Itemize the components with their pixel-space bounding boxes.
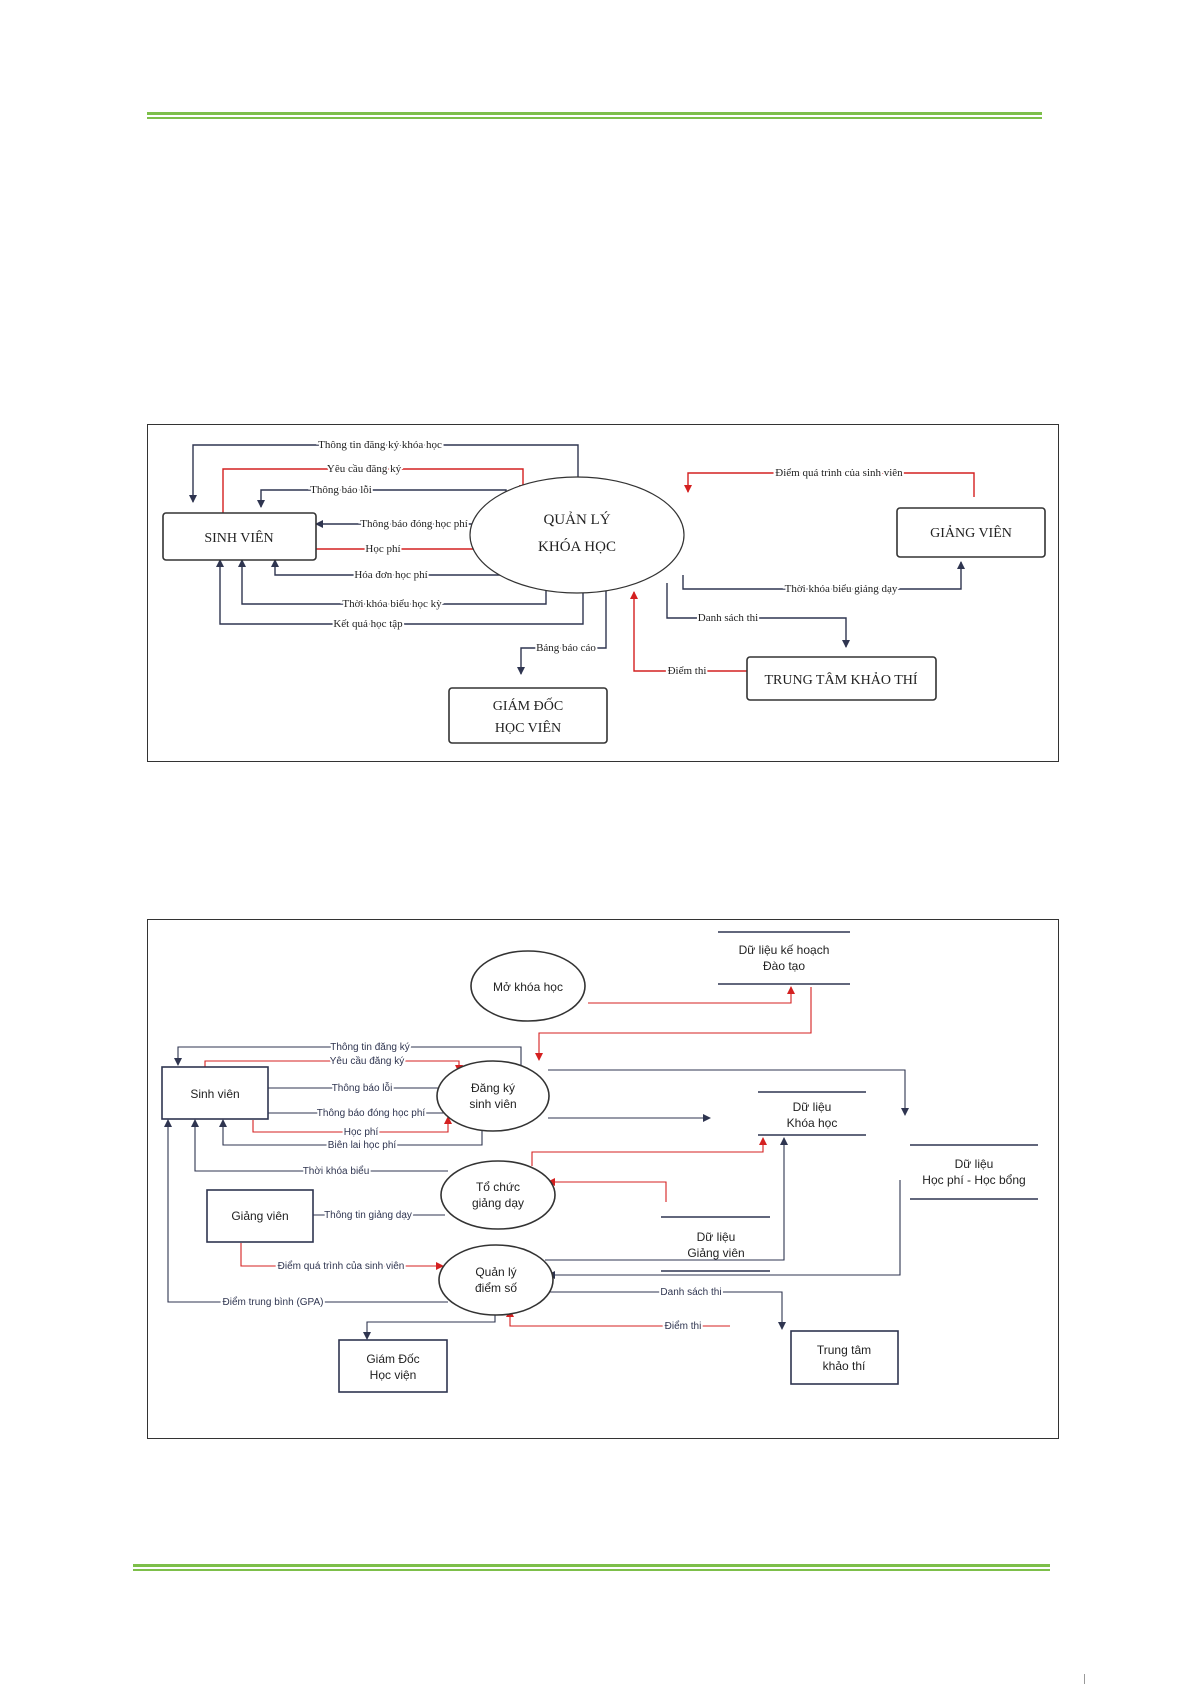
flow-label-exam-score: Điểm thi xyxy=(668,665,707,677)
entity-lecturer-label: Giảng viên xyxy=(231,1209,288,1223)
flow-label-fee-notice: Thông báo đóng học phí xyxy=(317,1108,426,1119)
entity-exam-center-line1: Trung tâm xyxy=(817,1343,871,1357)
flow-label-process-score: Điểm quá trình của sinh viên xyxy=(775,467,903,479)
flow-label-fee: Học phí xyxy=(344,1127,379,1138)
process-title-line1: QUẢN LÝ xyxy=(543,511,610,528)
entity-lecturer xyxy=(896,507,1046,558)
process-organize-line1: Tổ chức xyxy=(476,1180,520,1194)
ds-course-line2: Khóa học xyxy=(787,1116,838,1130)
entity-exam-center-label: TRUNG TÂM KHẢO THÍ xyxy=(764,671,917,688)
entity-director-line2: Học viện xyxy=(370,1368,417,1382)
process-register-line1: Đăng ký xyxy=(471,1081,515,1095)
entity-student xyxy=(162,512,317,561)
flow-label-exam-list: Danh sách thi xyxy=(698,612,758,624)
process-open-course-label: Mở khóa học xyxy=(493,980,563,994)
entity-director xyxy=(448,687,608,744)
flow-label-report: Bảng báo cáo xyxy=(536,642,596,654)
flow-label-exam-list: Danh sách thi xyxy=(660,1287,721,1298)
entity-student xyxy=(161,1066,269,1120)
entity-director xyxy=(338,1339,448,1393)
flow-label-teaching-tt: Thời khóa biểu giảng dạy xyxy=(785,583,898,595)
flow-label-exam-score: Điểm thi xyxy=(665,1320,702,1332)
ds-lecturer-line1: Dữ liệu xyxy=(697,1230,736,1244)
entity-lecturer xyxy=(206,1189,314,1243)
entity-exam-center xyxy=(790,1330,899,1385)
flow-label-teaching-info: Thông tin giảng dạy xyxy=(324,1210,412,1221)
footer-rule xyxy=(133,1564,1050,1571)
context-diagram: QUẢN LÝ KHÓA HỌC SINH VIÊN GIẢNG VIÊN TR… xyxy=(147,424,1059,762)
header-rule xyxy=(147,112,1042,119)
flow-label-gpa: Điểm trung bình (GPA) xyxy=(223,1296,324,1308)
flow-label-reg-info: Thông tin đăng ký xyxy=(330,1042,410,1053)
flow-label-fee-notice: Thông báo đóng học phí xyxy=(360,518,468,530)
process-organize xyxy=(440,1160,556,1230)
process-organize-line2: giảng dạy xyxy=(472,1196,524,1210)
process-title-line2: KHÓA HỌC xyxy=(538,538,616,555)
level1-diagram: Mở khóa học Đăng ký sinh viên Tổ chức gi… xyxy=(147,919,1059,1439)
entity-director-line1: GIÁM ĐỐC xyxy=(493,696,563,714)
entity-student-label: SINH VIÊN xyxy=(204,529,273,546)
entity-lecturer-label: GIẢNG VIÊN xyxy=(930,524,1012,541)
process-open-course xyxy=(470,950,586,1022)
ds-plan-line2: Đào tạo xyxy=(763,959,805,973)
flow-label-reg-request: Yêu cầu đăng ký xyxy=(330,1055,405,1067)
page-edge-mark xyxy=(1084,1674,1085,1684)
entity-director-line1: Giám Đốc xyxy=(366,1352,419,1366)
process-register-line2: sinh viên xyxy=(469,1097,516,1111)
flow-label-error: Thông báo lỗi xyxy=(310,484,372,496)
process-register xyxy=(436,1060,550,1132)
ds-fee-line1: Dữ liệu xyxy=(955,1157,994,1171)
flow-label-results: Kết quả học tập xyxy=(333,618,403,630)
ds-fee-line2: Học phí - Học bổng xyxy=(922,1173,1025,1187)
ds-plan-line1: Dữ liệu kế hoạch xyxy=(739,943,830,957)
ds-course-line1: Dữ liệu xyxy=(793,1100,832,1114)
flow-label-invoice: Hóa đơn học phí xyxy=(354,569,427,581)
process-grades-line2: điểm số xyxy=(475,1281,517,1295)
process-grades-line1: Quản lý xyxy=(475,1265,516,1279)
flow-label-receipt: Biên lai học phí xyxy=(328,1140,397,1151)
flow-label-reg-request: Yêu cầu đăng ký xyxy=(327,463,402,475)
flow-label-process-score: Điểm quá trình của sinh viên xyxy=(278,1260,405,1272)
entity-director-line2: HỌC VIÊN xyxy=(495,719,561,736)
ds-lecturer-line2: Giảng viên xyxy=(687,1246,744,1260)
flow-label-semester-tt: Thời khóa biểu học kỳ xyxy=(342,598,442,610)
entity-exam-center xyxy=(746,656,937,701)
flow-label-error: Thông báo lỗi xyxy=(332,1081,393,1094)
entity-exam-center-line2: khảo thí xyxy=(823,1359,866,1373)
process-grades xyxy=(438,1244,554,1316)
flow-label-reg-info: Thông tin đăng ký khóa học xyxy=(318,439,442,451)
entity-student-label: Sinh viên xyxy=(190,1087,239,1101)
process-course-management xyxy=(469,476,685,594)
flow-label-timetable: Thời khóa biểu xyxy=(303,1165,370,1177)
flow-label-fee: Học phí xyxy=(365,543,400,555)
